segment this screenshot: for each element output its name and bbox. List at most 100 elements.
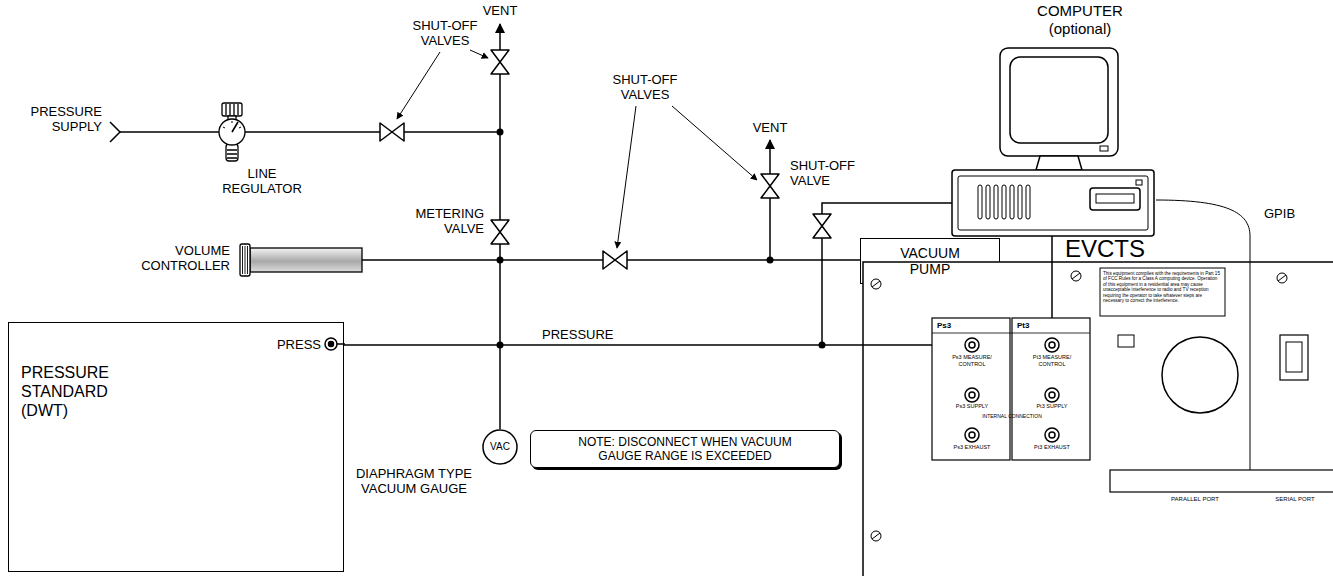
port-label: Ps3 EXHAUST	[950, 444, 994, 451]
volume-controller	[243, 246, 248, 274]
instrument-drawing	[1049, 392, 1055, 398]
shut-off-valve	[491, 50, 509, 74]
instrument-drawing	[932, 318, 1010, 460]
computer-drawing	[1018, 185, 1022, 219]
pipe-line	[110, 122, 120, 142]
leader-line	[617, 106, 636, 248]
compliance-text: This equipment complies with the require…	[1103, 271, 1222, 303]
instrument-drawing	[965, 388, 979, 402]
instrument-drawing	[1250, 236, 1251, 470]
port-label: Pt3 MEASURE/ CONTROL	[1030, 354, 1074, 367]
edge-label: PRESSURE	[540, 327, 616, 342]
instrument-drawing	[932, 333, 1090, 334]
connector-label: SERIAL PORT	[1265, 496, 1325, 503]
shut-off-valve	[380, 50, 831, 269]
computer-drawing	[958, 176, 1148, 230]
note-box: NOTE: DISCONNECT WHEN VACUUM GAUGE RANGE…	[530, 430, 840, 468]
line-regulator	[226, 104, 238, 115]
metering-valve	[491, 220, 509, 244]
panel-label: INTERNAL CONNECTION	[977, 413, 1047, 419]
computer-drawing	[1090, 188, 1140, 210]
computer-drawing	[1136, 180, 1142, 185]
line-regulator	[223, 121, 241, 128]
device-caption: COMPUTER (optional)	[1030, 2, 1130, 38]
port-group-label: Pt3	[1017, 321, 1047, 330]
junction-dot	[497, 257, 504, 264]
port-label: Ps3 MEASURE/ CONTROL	[950, 354, 994, 367]
line-regulator	[219, 103, 245, 161]
volume-controller	[240, 244, 250, 276]
volume-controller	[240, 244, 362, 276]
instrument-drawing	[1280, 335, 1308, 380]
port-fitting	[329, 342, 334, 347]
instrument-drawing	[1012, 318, 1090, 460]
computer-drawing	[1100, 146, 1108, 151]
instrument-drawing	[965, 428, 979, 442]
instrument-drawing	[969, 392, 975, 398]
part-label: PRESSURE SUPPLY	[12, 104, 102, 134]
leader-line	[397, 50, 757, 248]
computer-drawing	[952, 48, 1154, 236]
port-fitting	[337, 343, 345, 345]
instrument-drawing	[863, 262, 1333, 576]
edge-label: GPIB	[1262, 206, 1297, 221]
panel-screw	[1072, 273, 1080, 279]
computer-unit: COMPUTER (optional)	[950, 0, 1156, 238]
gauge-circle	[483, 430, 517, 464]
vent-label: VENT	[740, 120, 800, 135]
gauge-label: VAC	[490, 441, 510, 453]
pipe-line	[499, 74, 501, 429]
vent-label: VENT	[470, 3, 530, 18]
pipe-line	[120, 131, 500, 133]
leader-line	[470, 50, 488, 58]
line-regulator	[226, 144, 238, 161]
junction-dot	[497, 129, 826, 349]
panel-screw	[1071, 271, 1081, 281]
computer-drawing	[1000, 48, 1118, 156]
port-fitting	[325, 338, 345, 350]
panel-screw	[872, 533, 880, 539]
standard-box: PRESSPRESSURE STANDARD (DWT)	[8, 322, 344, 572]
junction-dot	[767, 257, 774, 264]
panel-screw	[872, 281, 880, 287]
panel-screw	[871, 271, 1287, 541]
part-label: LINE REGULATOR	[217, 166, 307, 196]
computer-drawing	[1002, 185, 1006, 219]
part-label: SHUT-OFF VALVES	[605, 72, 685, 102]
part-label: VOLUME CONTROLLER	[130, 243, 230, 273]
leader-line	[672, 106, 757, 180]
computer-drawing	[1010, 185, 1014, 219]
shut-off-valve	[761, 174, 779, 198]
instrument-drawing	[1045, 428, 1059, 442]
port-label: Pt3 EXHAUST	[1030, 444, 1074, 451]
panel-screw	[1278, 275, 1286, 281]
instrument-drawing	[1045, 388, 1059, 402]
volume-controller	[250, 248, 362, 272]
instrument-drawing	[1049, 342, 1055, 348]
pipe-line	[769, 198, 771, 260]
instrument-drawing	[1049, 432, 1055, 438]
panel-screw	[1277, 273, 1287, 283]
pressure-line	[344, 344, 862, 346]
instrument-drawing	[862, 236, 1333, 576]
shut-off-valve	[380, 123, 404, 141]
junction-dot	[497, 129, 504, 136]
computer-drawing	[1036, 156, 1082, 170]
instrument-drawing	[969, 432, 975, 438]
computer-drawing	[1026, 185, 1030, 219]
instrument-drawing	[965, 338, 979, 352]
computer-drawing	[1096, 194, 1134, 203]
line-regulator	[227, 150, 237, 158]
part-label: DIAPHRAGM TYPE VACUUM GAUGE	[352, 466, 477, 496]
instrument-drawing	[1162, 337, 1238, 413]
instrument-panel: EVCTS	[862, 236, 1333, 576]
computer-drawing	[952, 170, 1154, 236]
instrument-title: EVCTS	[1055, 236, 1155, 262]
port-label: Ps3 SUPPLY	[950, 403, 994, 410]
line-regulator	[222, 103, 242, 116]
part-label: METERING VALVE	[404, 206, 484, 236]
gpib-cable	[1156, 200, 1250, 236]
instrument-drawing	[1045, 338, 1059, 352]
